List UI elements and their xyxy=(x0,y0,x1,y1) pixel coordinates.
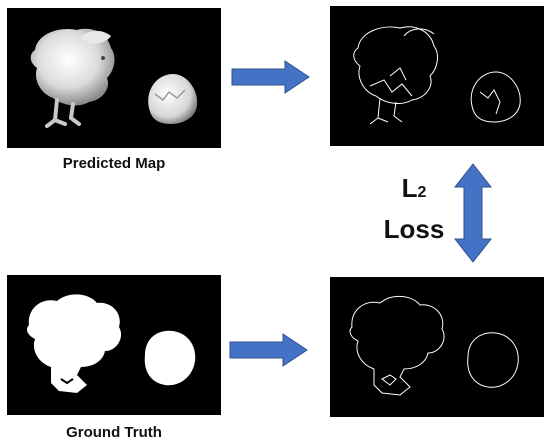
chick-photo-graphic xyxy=(30,28,198,128)
bottom-right-arrow xyxy=(229,333,308,367)
predicted-edge-graphic xyxy=(353,26,521,125)
loss-subscript: 2 xyxy=(417,184,427,201)
ground-truth-label: Ground Truth xyxy=(66,424,162,441)
loss-word: Loss xyxy=(383,214,445,244)
predicted-map-label: Predicted Map xyxy=(62,155,166,172)
predicted-map-image xyxy=(7,8,221,148)
ground-truth-edge-graphic xyxy=(349,296,519,396)
ground-truth-mask-graphic xyxy=(27,294,196,393)
loss-symbol: L2 xyxy=(401,173,427,203)
ground-truth-image xyxy=(7,275,221,415)
top-right-arrow xyxy=(231,60,310,94)
predicted-edge-map-image xyxy=(330,6,544,146)
vertical-double-arrow xyxy=(453,163,493,263)
l2-loss-label: L2 Loss xyxy=(378,173,450,246)
ground-truth-edge-map-image xyxy=(330,277,544,417)
